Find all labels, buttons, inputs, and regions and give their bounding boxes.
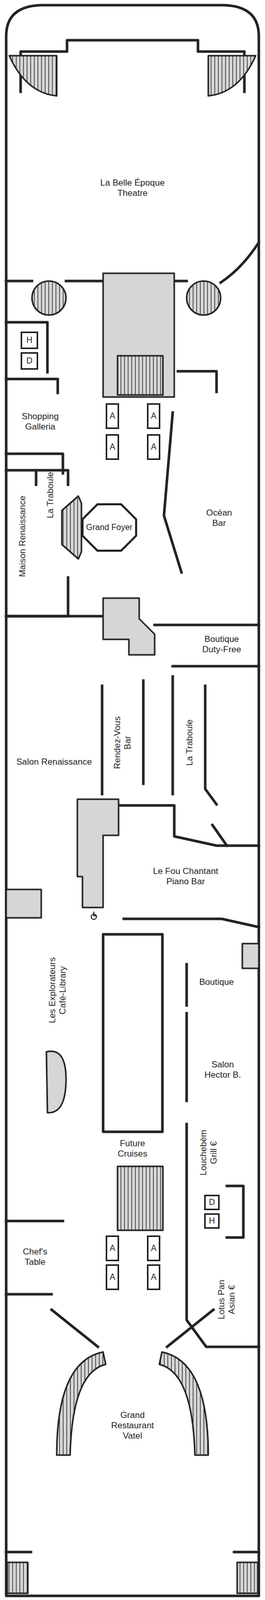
room-code: D [208, 1197, 215, 1207]
room-code: A [151, 1243, 157, 1253]
stair-corner [9, 55, 57, 96]
wall [102, 676, 227, 846]
wall [6, 1550, 259, 1554]
foyer-octagon: Grand Foyer [81, 503, 138, 552]
room-box: D [204, 1194, 220, 1211]
room-code: A [151, 1272, 157, 1282]
room-code: A [151, 411, 157, 421]
room-box: A [105, 403, 120, 429]
room-label: Rendez-Vous Bar [112, 714, 134, 771]
service-block [6, 889, 42, 918]
restaurant-stair [159, 1351, 209, 1455]
wall [6, 322, 63, 474]
service-block [103, 598, 155, 655]
room-code: Grand Foyer [86, 522, 133, 533]
room-label: La Belle Époque Theatre [91, 177, 174, 200]
core-block [103, 273, 175, 397]
stair-block [117, 355, 163, 395]
room-box: A [146, 434, 161, 460]
room-box: A [146, 403, 161, 429]
service-block [242, 943, 259, 969]
room-label: Maison Renaissance [17, 484, 28, 588]
room-label: La Traboule [45, 461, 56, 529]
room-box: H [204, 1213, 220, 1229]
room-code: H [208, 1216, 215, 1226]
room-label: Salon Hector B. [202, 1059, 244, 1081]
stair-corner [7, 1562, 28, 1594]
spiral-stair [31, 280, 66, 316]
room-box: A [146, 1235, 161, 1262]
accessible-icon [91, 911, 97, 920]
core-outline [103, 934, 163, 1132]
room-label: Boutique [190, 976, 243, 988]
room-code: A [109, 442, 116, 452]
octagon-shape [82, 504, 137, 551]
room-label: Le Fou Chantant Piano Bar [144, 866, 227, 888]
column-block [46, 1051, 66, 1113]
room-label: Shopping Galleria [14, 411, 66, 433]
room-label: Grand Restaurant Vatel [108, 1410, 158, 1442]
room-code: A [151, 442, 157, 452]
room-label: Lotus Pan Asian € [216, 1277, 238, 1321]
room-box: D [20, 352, 39, 370]
room-label: Chef's Table [17, 1246, 54, 1268]
wall [119, 805, 259, 927]
stair-corner [208, 55, 256, 96]
stair-block [117, 1166, 163, 1231]
room-label: Future Cruises [109, 1138, 156, 1160]
grand-stair [61, 495, 82, 559]
room-box: A [105, 434, 120, 460]
room-code: H [26, 335, 33, 345]
room-code: A [109, 1272, 116, 1282]
room-code: A [109, 411, 116, 421]
wall [51, 1309, 214, 1347]
room-label: Boutique Duty-Free [193, 634, 251, 656]
room-label: Salon Renaissance [10, 756, 98, 768]
room-label: Océan Bar [201, 507, 238, 529]
stair-corner [237, 1562, 258, 1594]
room-box: A [146, 1264, 161, 1290]
room-label: Louchebèm Grill € [198, 1126, 220, 1179]
wall [163, 371, 217, 573]
service-block [77, 799, 119, 908]
room-box: A [105, 1264, 120, 1290]
spiral-stair [186, 280, 221, 316]
room-label: La Traboule [184, 708, 195, 776]
room-label: Les Explorateurs Café-Library [47, 946, 69, 1034]
room-box: A [105, 1235, 120, 1262]
wall [6, 470, 69, 617]
room-code: D [26, 356, 33, 366]
wall [186, 964, 259, 1347]
restaurant-stair [56, 1351, 106, 1455]
room-code: A [109, 1243, 116, 1253]
room-box: H [20, 331, 39, 350]
hull-outline [6, 5, 259, 1596]
